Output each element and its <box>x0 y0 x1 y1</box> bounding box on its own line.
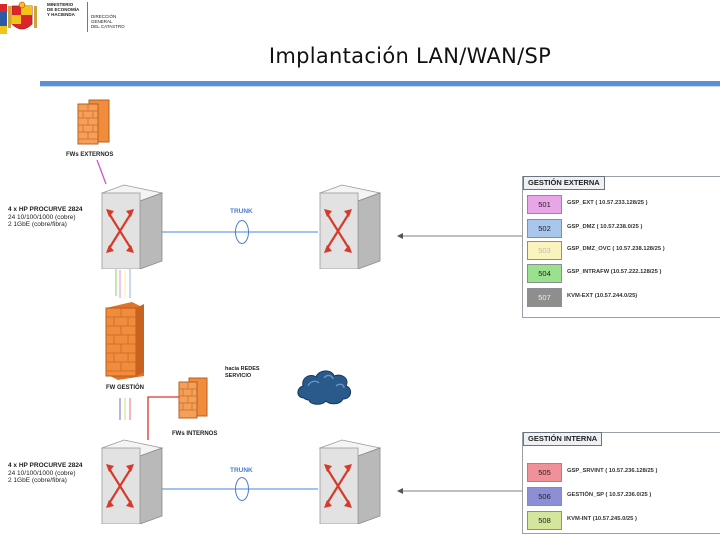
vlan-id-box: 507 <box>527 288 562 307</box>
vlan-row: 507 KVM-EXT (10.57.244.0/25) <box>527 288 720 307</box>
gestion-interna-title: GESTIÓN INTERNA <box>523 432 603 446</box>
vlan-id-box: 506 <box>527 487 562 506</box>
trunk-ellipse-icon <box>235 477 249 501</box>
ministry-text: MINISTERIO DE ECONOMÍA Y HACIENDA <box>47 2 89 17</box>
trunk-ellipse-icon <box>235 220 249 244</box>
hacia-redes-line: hacia REDES <box>225 366 260 372</box>
vlan-description: GESTIÓN_SP ( 10.57.236.0/25 ) <box>567 492 652 498</box>
firewall-gestion-icon <box>102 300 148 380</box>
vlan-description: GSP_SRVINT ( 10.57.236.128/25 ) <box>567 468 658 474</box>
vlan-row: 502 GSP_DMZ ( 10.57.238.0/25 ) <box>527 219 720 238</box>
agency-text: DIRECCIÓN GENERAL DEL CATASTRO <box>91 14 127 29</box>
fw-internos-label: FWs INTERNOS <box>172 431 218 437</box>
page-title: Implantación LAN/WAN/SP <box>268 44 552 68</box>
vlan-id-box: 501 <box>527 195 562 214</box>
title-rule <box>40 81 720 86</box>
firewall-externos-icon <box>75 98 113 146</box>
switch-top-left-icon <box>100 183 164 270</box>
switch-group-title: 4 x HP PROCURVE 2824 <box>8 462 83 469</box>
vlan-id-box: 503 <box>527 241 562 260</box>
trunk-label-bottom: TRUNK <box>230 467 253 474</box>
ministry-line: DE ECONOMÍA <box>47 7 80 12</box>
title-rule-shadow <box>40 86 720 87</box>
agency-line: DEL CATASTRO <box>91 24 125 29</box>
vlan-description: GSP_DMZ_OVC ( 10.57.238.128/25 ) <box>567 246 665 252</box>
agency-line: GENERAL <box>91 19 113 24</box>
vlan-row: 503 GSP_DMZ_OVC ( 10.57.238.128/25 ) <box>527 241 720 260</box>
vlan-description: KVM-INT (10.57.245.0/25 ) <box>567 516 637 522</box>
gestion-interna-panel: GESTIÓN INTERNA 505 GSP_SRVINT ( 10.57.2… <box>522 432 720 534</box>
switch-group-line: 2 1GbE (cobre/fibra) <box>8 477 67 484</box>
switch-group-title: 4 x HP PROCURVE 2824 <box>8 206 83 213</box>
ministry-line: MINISTERIO <box>47 2 74 7</box>
vlan-description: GSP_INTRAFW (10.57.222.128/25 ) <box>567 269 662 275</box>
cloud-icon <box>296 364 354 408</box>
vlan-id-box: 502 <box>527 219 562 238</box>
header-divider <box>87 2 88 32</box>
vlan-description: GSP_EXT ( 10.57.233.128/25 ) <box>567 200 648 206</box>
agency-line: DIRECCIÓN <box>91 14 117 19</box>
coat-of-arms-icon <box>0 0 46 38</box>
fw-int-link <box>147 396 185 440</box>
switch-bottom-right-icon <box>318 438 382 525</box>
vlan-id-box: 505 <box>527 463 562 482</box>
ministry-line: Y HACIENDA <box>47 12 75 17</box>
firewall-internos-icon <box>176 376 210 420</box>
fw-ext-link <box>96 159 107 185</box>
fw-externos-label: FWs EXTERNOS <box>66 152 114 158</box>
vlan-row: 504 GSP_INTRAFW (10.57.222.128/25 ) <box>527 264 720 283</box>
trunk-label-top: TRUNK <box>230 208 253 215</box>
vlan-id-box: 504 <box>527 264 562 283</box>
gestion-externa-panel: GESTIÓN EXTERNA 501 GSP_EXT ( 10.57.233.… <box>522 176 720 318</box>
vlan-description: GSP_DMZ ( 10.57.238.0/25 ) <box>567 224 643 230</box>
hacia-redes-line: SERVICIO <box>225 373 252 379</box>
vlan-row: 501 GSP_EXT ( 10.57.233.128/25 ) <box>527 195 720 214</box>
fw-gestion-label: FW GESTIÓN <box>106 385 144 391</box>
switch-group-line: 2 1GbE (cobre/fibra) <box>8 221 67 228</box>
arrow-head-icon <box>397 488 403 494</box>
switch-group-line: 24 10/100/1000 (cobre) <box>8 213 76 221</box>
switch-top-right-icon <box>318 183 382 270</box>
switch-bottom-left-icon <box>100 438 164 525</box>
vlan-row: 508 KVM-INT (10.57.245.0/25 ) <box>527 511 720 530</box>
gestion-externa-title: GESTIÓN EXTERNA <box>523 176 605 190</box>
vlan-description: KVM-EXT (10.57.244.0/25) <box>567 293 638 299</box>
arrow-head-icon <box>397 233 403 239</box>
switch-group-line: 24 10/100/1000 (cobre) <box>8 469 76 477</box>
vlan-row: 506 GESTIÓN_SP ( 10.57.236.0/25 ) <box>527 487 720 506</box>
vlan-row: 505 GSP_SRVINT ( 10.57.236.128/25 ) <box>527 463 720 482</box>
switch-group-bottom-text: 4 x HP PROCURVE 2824 24 10/100/1000 (cob… <box>8 462 83 485</box>
switch-group-top-text: 4 x HP PROCURVE 2824 24 10/100/1000 (cob… <box>8 206 83 229</box>
hacia-redes-label: hacia REDES SERVICIO <box>225 366 260 380</box>
vlan-id-box: 508 <box>527 511 562 530</box>
